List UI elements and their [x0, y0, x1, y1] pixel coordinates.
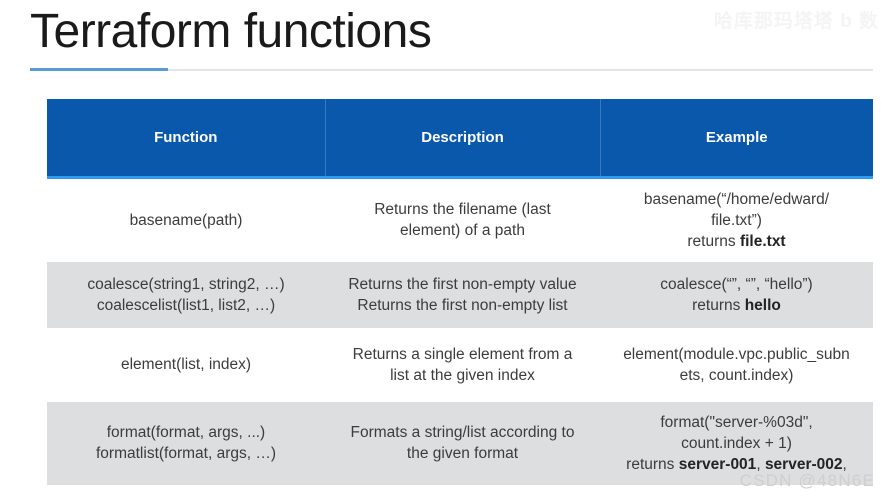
cell-function: element(list, index): [47, 328, 325, 402]
functions-table-container: Function Description Example basename(pa…: [47, 99, 873, 485]
cell-description: Returns the first non-empty value Return…: [325, 262, 600, 328]
table-row: element(list, index) Returns a single el…: [47, 327, 873, 402]
text-line: Returns the filename (last: [374, 201, 551, 218]
column-header-description: Description: [325, 99, 601, 179]
column-header-function: Function: [47, 99, 326, 179]
text-line: Formats a string/list according to: [350, 424, 575, 441]
page-title: Terraform functions: [30, 5, 432, 58]
return-value-2: server-002: [764, 455, 843, 473]
table-row: coalesce(string1, string2, …) coalesceli…: [47, 261, 873, 328]
text-line: list at the given index: [390, 366, 535, 384]
title-divider: [30, 69, 873, 71]
cell-function: basename(path): [47, 177, 325, 262]
text-line: Returns the first non-empty value: [348, 275, 577, 293]
text-line: count.index + 1): [681, 434, 792, 452]
cell-example: element(module.vpc.public_subn ets, coun…: [600, 328, 873, 402]
cell-example: format("server-%03d", count.index + 1) r…: [600, 402, 873, 485]
cell-description: Returns a single element from a list at …: [325, 328, 600, 402]
return-separator: ,: [756, 455, 765, 473]
table-row: basename(path) Returns the filename (las…: [47, 177, 873, 262]
text-line: basename(“/home/edward/: [643, 190, 830, 208]
example-return-line: returns hello: [608, 295, 865, 316]
return-suffix: ,: [842, 455, 847, 473]
cell-example: basename(“/home/edward/ file.txt”) retur…: [600, 177, 873, 262]
example-return-line: returns server-001, server-002,: [608, 454, 865, 475]
text-line: file.txt”): [711, 211, 762, 229]
return-value: hello: [744, 296, 781, 314]
functions-table: Function Description Example basename(pa…: [47, 99, 873, 485]
text-line: the given format: [406, 445, 519, 462]
table-header-row: Function Description Example: [47, 99, 873, 179]
text-line: formatlist(format, args, …): [96, 445, 276, 462]
text-line: Returns the first non-empty list: [357, 296, 568, 314]
text-line: ets, count.index): [679, 366, 794, 384]
table-body: basename(path) Returns the filename (las…: [47, 177, 873, 485]
return-prefix: returns: [692, 296, 745, 314]
text-line: coalesce(string1, string2, …): [87, 275, 285, 293]
text-line: element(module.vpc.public_subn: [623, 345, 850, 363]
text-line: format(format, args, ...): [106, 424, 266, 441]
text-line: coalescelist(list1, list2, …): [96, 296, 276, 314]
text-line: coalesce(“”, “”, “hello”): [660, 275, 813, 293]
table-header: Function Description Example: [47, 99, 873, 179]
cell-description: Returns the filename (last element) of a…: [325, 177, 600, 262]
cell-description: Formats a string/list according to the g…: [325, 402, 600, 485]
table-row: format(format, args, ...) formatlist(for…: [47, 401, 873, 485]
cell-function: coalesce(string1, string2, …) coalesceli…: [47, 262, 325, 328]
cell-example: coalesce(“”, “”, “hello”) returns hello: [600, 262, 873, 328]
return-prefix: returns: [687, 232, 740, 250]
text-line: Returns a single element from a: [352, 345, 573, 363]
watermark-bottom: CSDN @48N6E: [739, 471, 875, 490]
text-line: element) of a path: [400, 222, 525, 239]
return-prefix: returns: [626, 455, 679, 473]
example-return-line: returns file.txt: [608, 231, 865, 252]
watermark-top: 哈库那玛塔塔 b 数: [713, 11, 879, 32]
return-value: server-001: [678, 455, 757, 473]
return-value: file.txt: [739, 232, 786, 250]
title-accent-bar: [30, 68, 168, 71]
cell-function: format(format, args, ...) formatlist(for…: [47, 402, 325, 485]
text-line: format("server-%03d",: [660, 413, 813, 431]
text-line: basename(path): [129, 211, 243, 229]
column-header-example: Example: [600, 99, 873, 179]
text-line: element(list, index): [120, 356, 252, 373]
